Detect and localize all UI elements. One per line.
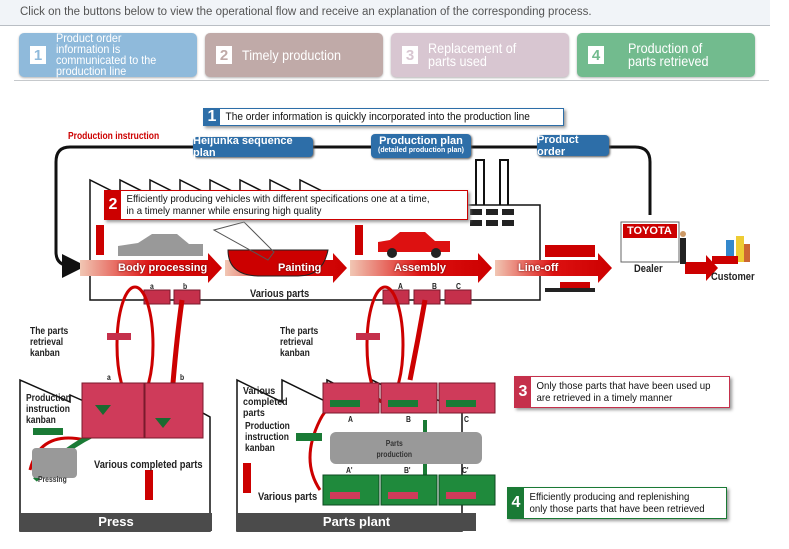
intro-bar <box>0 0 770 26</box>
customer-family-icon <box>712 236 750 264</box>
step-number: 2 <box>216 46 232 64</box>
box-label: Heijunka sequence plan <box>193 135 293 159</box>
retrieval-kanban-label: The parts retrieval kanban <box>30 326 69 359</box>
part-label-B-prime: B' <box>404 466 411 475</box>
callout-text: Efficiently producing vehicles with diff… <box>126 193 430 205</box>
toyota-logo: TOYOTA <box>627 225 672 237</box>
step-number: 1 <box>30 46 46 64</box>
various-parts-trays <box>322 474 496 506</box>
parts-plant-footer: Parts plant <box>237 513 476 531</box>
button-label: Production of parts retrieved <box>628 40 709 69</box>
stage-body-processing: Body processing <box>118 262 208 274</box>
callout-number: 2 <box>105 191 121 219</box>
stage-painting: Painting <box>278 262 322 274</box>
factory-chimneys <box>475 159 509 205</box>
stage-line-off: Line-off <box>518 262 559 274</box>
part-label-C-prime: C' <box>462 466 469 475</box>
callout-number: 1 <box>204 109 220 125</box>
production-instruction-kanban-card <box>33 428 63 435</box>
parts-production-label: Parts production <box>376 439 413 459</box>
box-sublabel: (detailed production plan) <box>378 147 464 154</box>
callout-text: only those parts that have been retrieve… <box>529 503 705 515</box>
production-plan-box: Production plan(detailed production plan… <box>371 134 471 158</box>
callout-step-3: 3 Only those parts that have been used up… <box>514 376 730 408</box>
button-label: Replacement of parts used <box>428 40 517 69</box>
press-footer: Press <box>20 513 212 531</box>
callout-text: The order information is quickly incorpo… <box>225 111 530 123</box>
step-number: 4 <box>588 46 604 64</box>
worker-icons <box>96 225 363 500</box>
step-number: 3 <box>402 46 418 64</box>
callout-step-2: 2 Efficiently producing vehicles with dif… <box>104 190 468 220</box>
car-carrier-truck-icon <box>545 245 595 257</box>
press-parts-stacks <box>81 382 204 439</box>
button-label: Product order information is communicate… <box>56 31 157 78</box>
retrieval-kanban-label: The parts retrieval kanban <box>280 326 319 359</box>
various-completed-parts-label: Various completed parts <box>94 459 203 471</box>
button-label: Timely production <box>242 47 341 63</box>
box-label: Product order <box>537 133 579 158</box>
callout-step-1: 1 The order information is quickly incorp… <box>203 108 564 126</box>
part-label-A: A <box>398 282 403 291</box>
product-order-box: Product order <box>537 133 609 158</box>
paint-tank-icon <box>227 249 329 277</box>
production-instruction-kanban-label: Production instruction kanban <box>26 393 71 426</box>
various-parts-label: Various parts <box>258 491 318 503</box>
ship-icon <box>560 282 590 290</box>
customer-label: Customer <box>711 271 755 283</box>
dealer-person-icon <box>680 238 686 264</box>
assembled-car-icon <box>378 232 450 252</box>
part-label-B: B <box>406 415 411 424</box>
part-label-A: A <box>348 415 353 424</box>
part-label-a: a <box>150 282 154 291</box>
various-completed-parts-label: Various completed parts <box>243 385 288 419</box>
retrieval-kanban-card <box>107 333 131 340</box>
stage-assembly: Assembly <box>394 262 446 274</box>
pressing-label: Pressing <box>38 475 67 484</box>
callout-text: are retrieved in a timely manner <box>536 392 673 404</box>
part-label-B: B <box>432 282 437 291</box>
callout-text: in a timely manner while ensuring high q… <box>126 205 322 217</box>
callout-number: 3 <box>515 377 531 407</box>
step-1-button[interactable]: 1 Product order information is communicat… <box>19 31 197 78</box>
production-instruction-kanban-label: Production instruction kanban <box>245 421 290 454</box>
step-2-button[interactable]: 2 Timely production <box>205 33 383 77</box>
pressing-machine <box>32 448 77 478</box>
part-label-a: a <box>107 373 111 382</box>
divider <box>14 80 769 81</box>
completed-parts-trays <box>322 382 496 414</box>
callout-text: Efficiently producing and replenishing <box>529 491 690 503</box>
part-label-C: C <box>456 282 461 291</box>
part-label-b: b <box>183 282 188 291</box>
body-car-icon <box>118 234 203 256</box>
various-parts-label: Various parts <box>250 288 310 300</box>
part-label-C: C <box>464 415 469 424</box>
callout-text: Only those parts that have been used up <box>536 380 711 392</box>
information-flow-line <box>54 145 652 278</box>
production-instruction-label: Production instruction <box>68 131 160 142</box>
production-instruction-kanban-card <box>296 433 322 441</box>
part-label-b: b <box>180 373 185 382</box>
callout-number: 4 <box>508 488 524 518</box>
car-body-frame-icon <box>212 221 275 261</box>
step-4-button[interactable]: 4 Production of parts retrieved <box>577 33 755 77</box>
heijunka-sequence-plan-box: Heijunka sequence plan <box>193 135 313 159</box>
intro-text: Click on the buttons below to view the o… <box>20 6 592 18</box>
parts-production-machine <box>330 432 482 464</box>
factory-windows <box>470 209 514 226</box>
dealer-label: Dealer <box>634 263 663 275</box>
part-label-A-prime: A' <box>346 466 353 475</box>
step-3-button[interactable]: 3 Replacement of parts used <box>391 33 569 77</box>
retrieval-kanban-card <box>356 333 380 340</box>
box-label: Production plan <box>379 135 463 147</box>
